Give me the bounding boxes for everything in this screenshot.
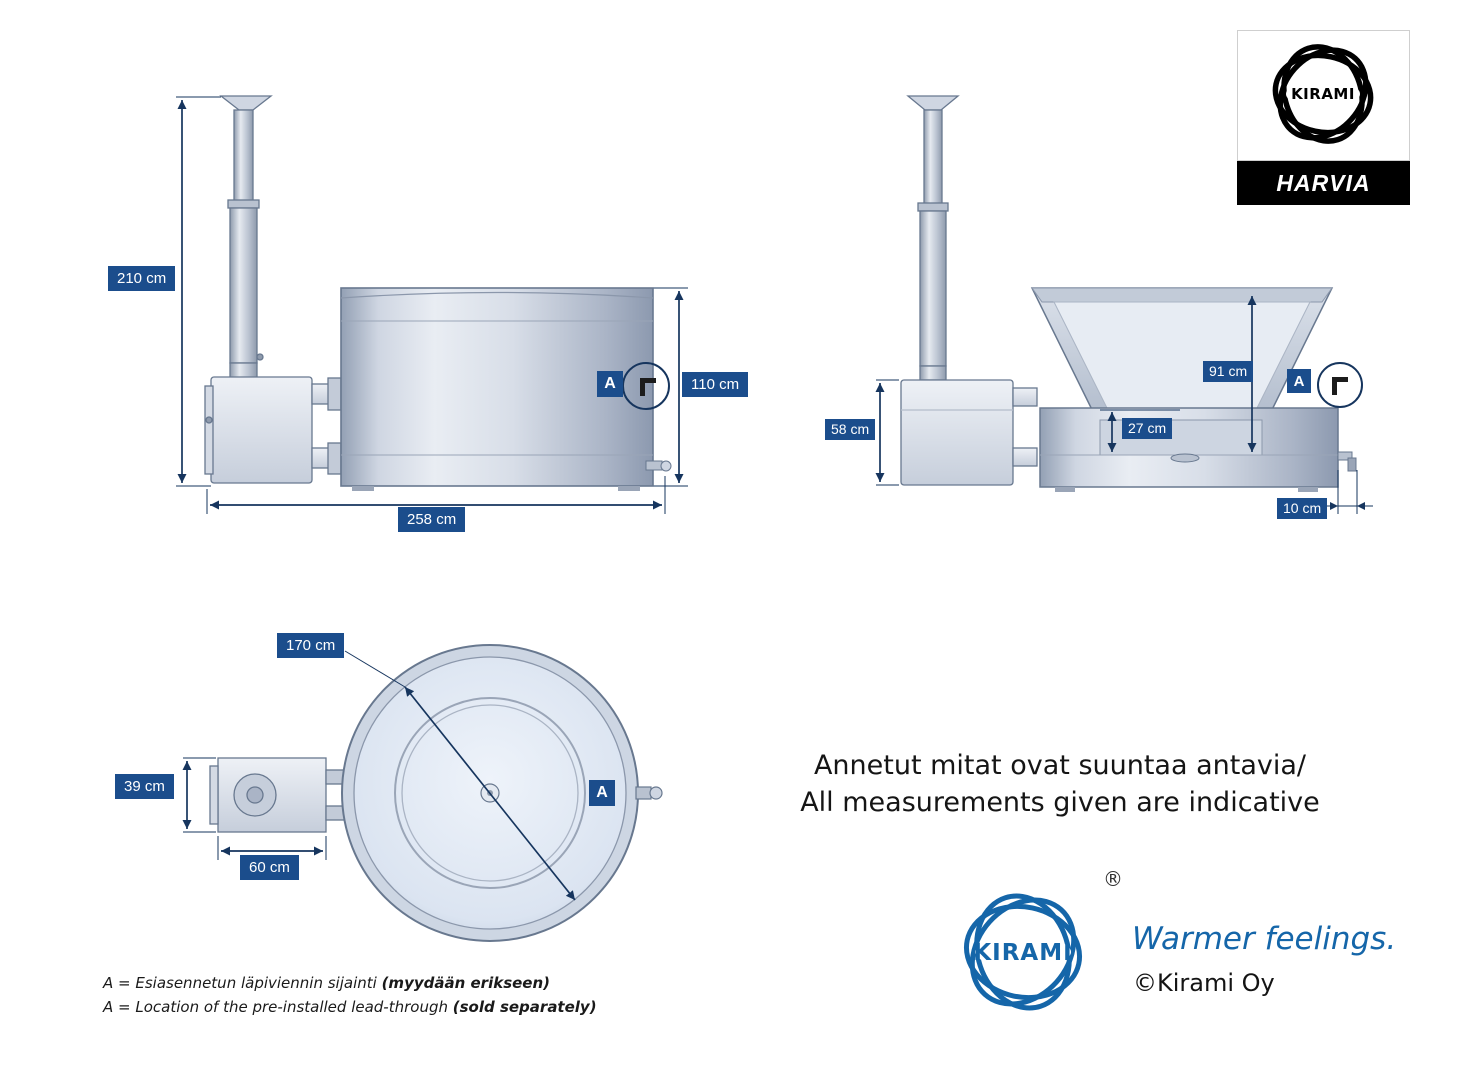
dim-label-bench-height: 27 cm <box>1122 418 1173 439</box>
dim-label-diameter: 170 cm <box>277 633 345 658</box>
legend-line-fi: A = Esiasennetun läpiviennin sijainti (m… <box>103 971 597 995</box>
kirami-logo-black: KIRAMI <box>1272 44 1374 144</box>
legend-en-text: A = Location of the pre-installed lead-t… <box>103 998 453 1016</box>
top-view-drawing <box>182 644 663 942</box>
dim-label-tub-height: 110 cm <box>682 372 749 397</box>
indicative-note-fi: Annetut mitat ovat suuntaa antavia/ <box>813 750 1307 781</box>
dim-label-total-length: 258 cm <box>398 507 466 532</box>
lead-through-end <box>1317 362 1363 408</box>
lead-through-marker-top: A <box>589 780 615 806</box>
lead-through-top <box>635 786 663 800</box>
end-view-drawing <box>875 95 1373 514</box>
lead-through-legend: A = Esiasennetun läpiviennin sijainti (m… <box>103 971 597 1019</box>
harvia-logo-text: HARVIA <box>1276 169 1371 196</box>
dim-label-stove-height: 58 cm <box>825 419 876 440</box>
dim-label-total-height: 210 cm <box>108 266 176 291</box>
dim-label-inner-depth: 91 cm <box>1203 361 1254 382</box>
chimney-side <box>219 95 273 364</box>
legend-line-en: A = Location of the pre-installed lead-t… <box>103 995 597 1019</box>
copyright: ©Kirami Oy <box>1133 969 1275 997</box>
tub-end <box>1030 287 1357 492</box>
side-view-drawing <box>176 95 688 514</box>
lead-through-side <box>622 362 670 410</box>
legend-fi-bold: (myydään erikseen) <box>381 974 550 992</box>
dim-label-stove-depth: 60 cm <box>240 855 299 880</box>
stove-side <box>204 362 343 484</box>
dim-leader-diameter <box>344 650 406 688</box>
kirami-logo-blue-text: KIRAMI <box>973 940 1072 966</box>
legend-fi-text: A = Esiasennetun läpiviennin sijainti <box>103 974 382 992</box>
dim-label-stove-width: 39 cm <box>115 774 174 799</box>
chimney-end <box>906 95 960 367</box>
tub-side <box>340 287 672 491</box>
legend-en-bold: (sold separately) <box>452 998 597 1016</box>
tagline: Warmer feelings. <box>1132 921 1397 957</box>
faucet-icon <box>640 378 656 396</box>
stove-end <box>900 365 1038 486</box>
harvia-logo: HARVIA <box>1237 161 1410 205</box>
dim-label-protrusion: 10 cm <box>1277 498 1328 519</box>
indicative-note-en: All measurements given are indicative <box>800 787 1320 818</box>
lead-through-marker-side: A <box>597 371 623 397</box>
kirami-logo-box: KIRAMI <box>1237 30 1410 161</box>
dim-line-diameter <box>404 686 576 901</box>
faucet-icon <box>1332 377 1348 395</box>
indicative-note: Annetut mitat ovat suuntaa antavia/ All … <box>720 747 1400 821</box>
stove-top <box>209 757 349 833</box>
kirami-logo-blue: KIRAMI <box>963 893 1083 1011</box>
lead-through-marker-end: A <box>1287 369 1311 393</box>
registered-trademark: ® <box>1103 867 1123 891</box>
kirami-logo-text: KIRAMI <box>1291 85 1355 103</box>
